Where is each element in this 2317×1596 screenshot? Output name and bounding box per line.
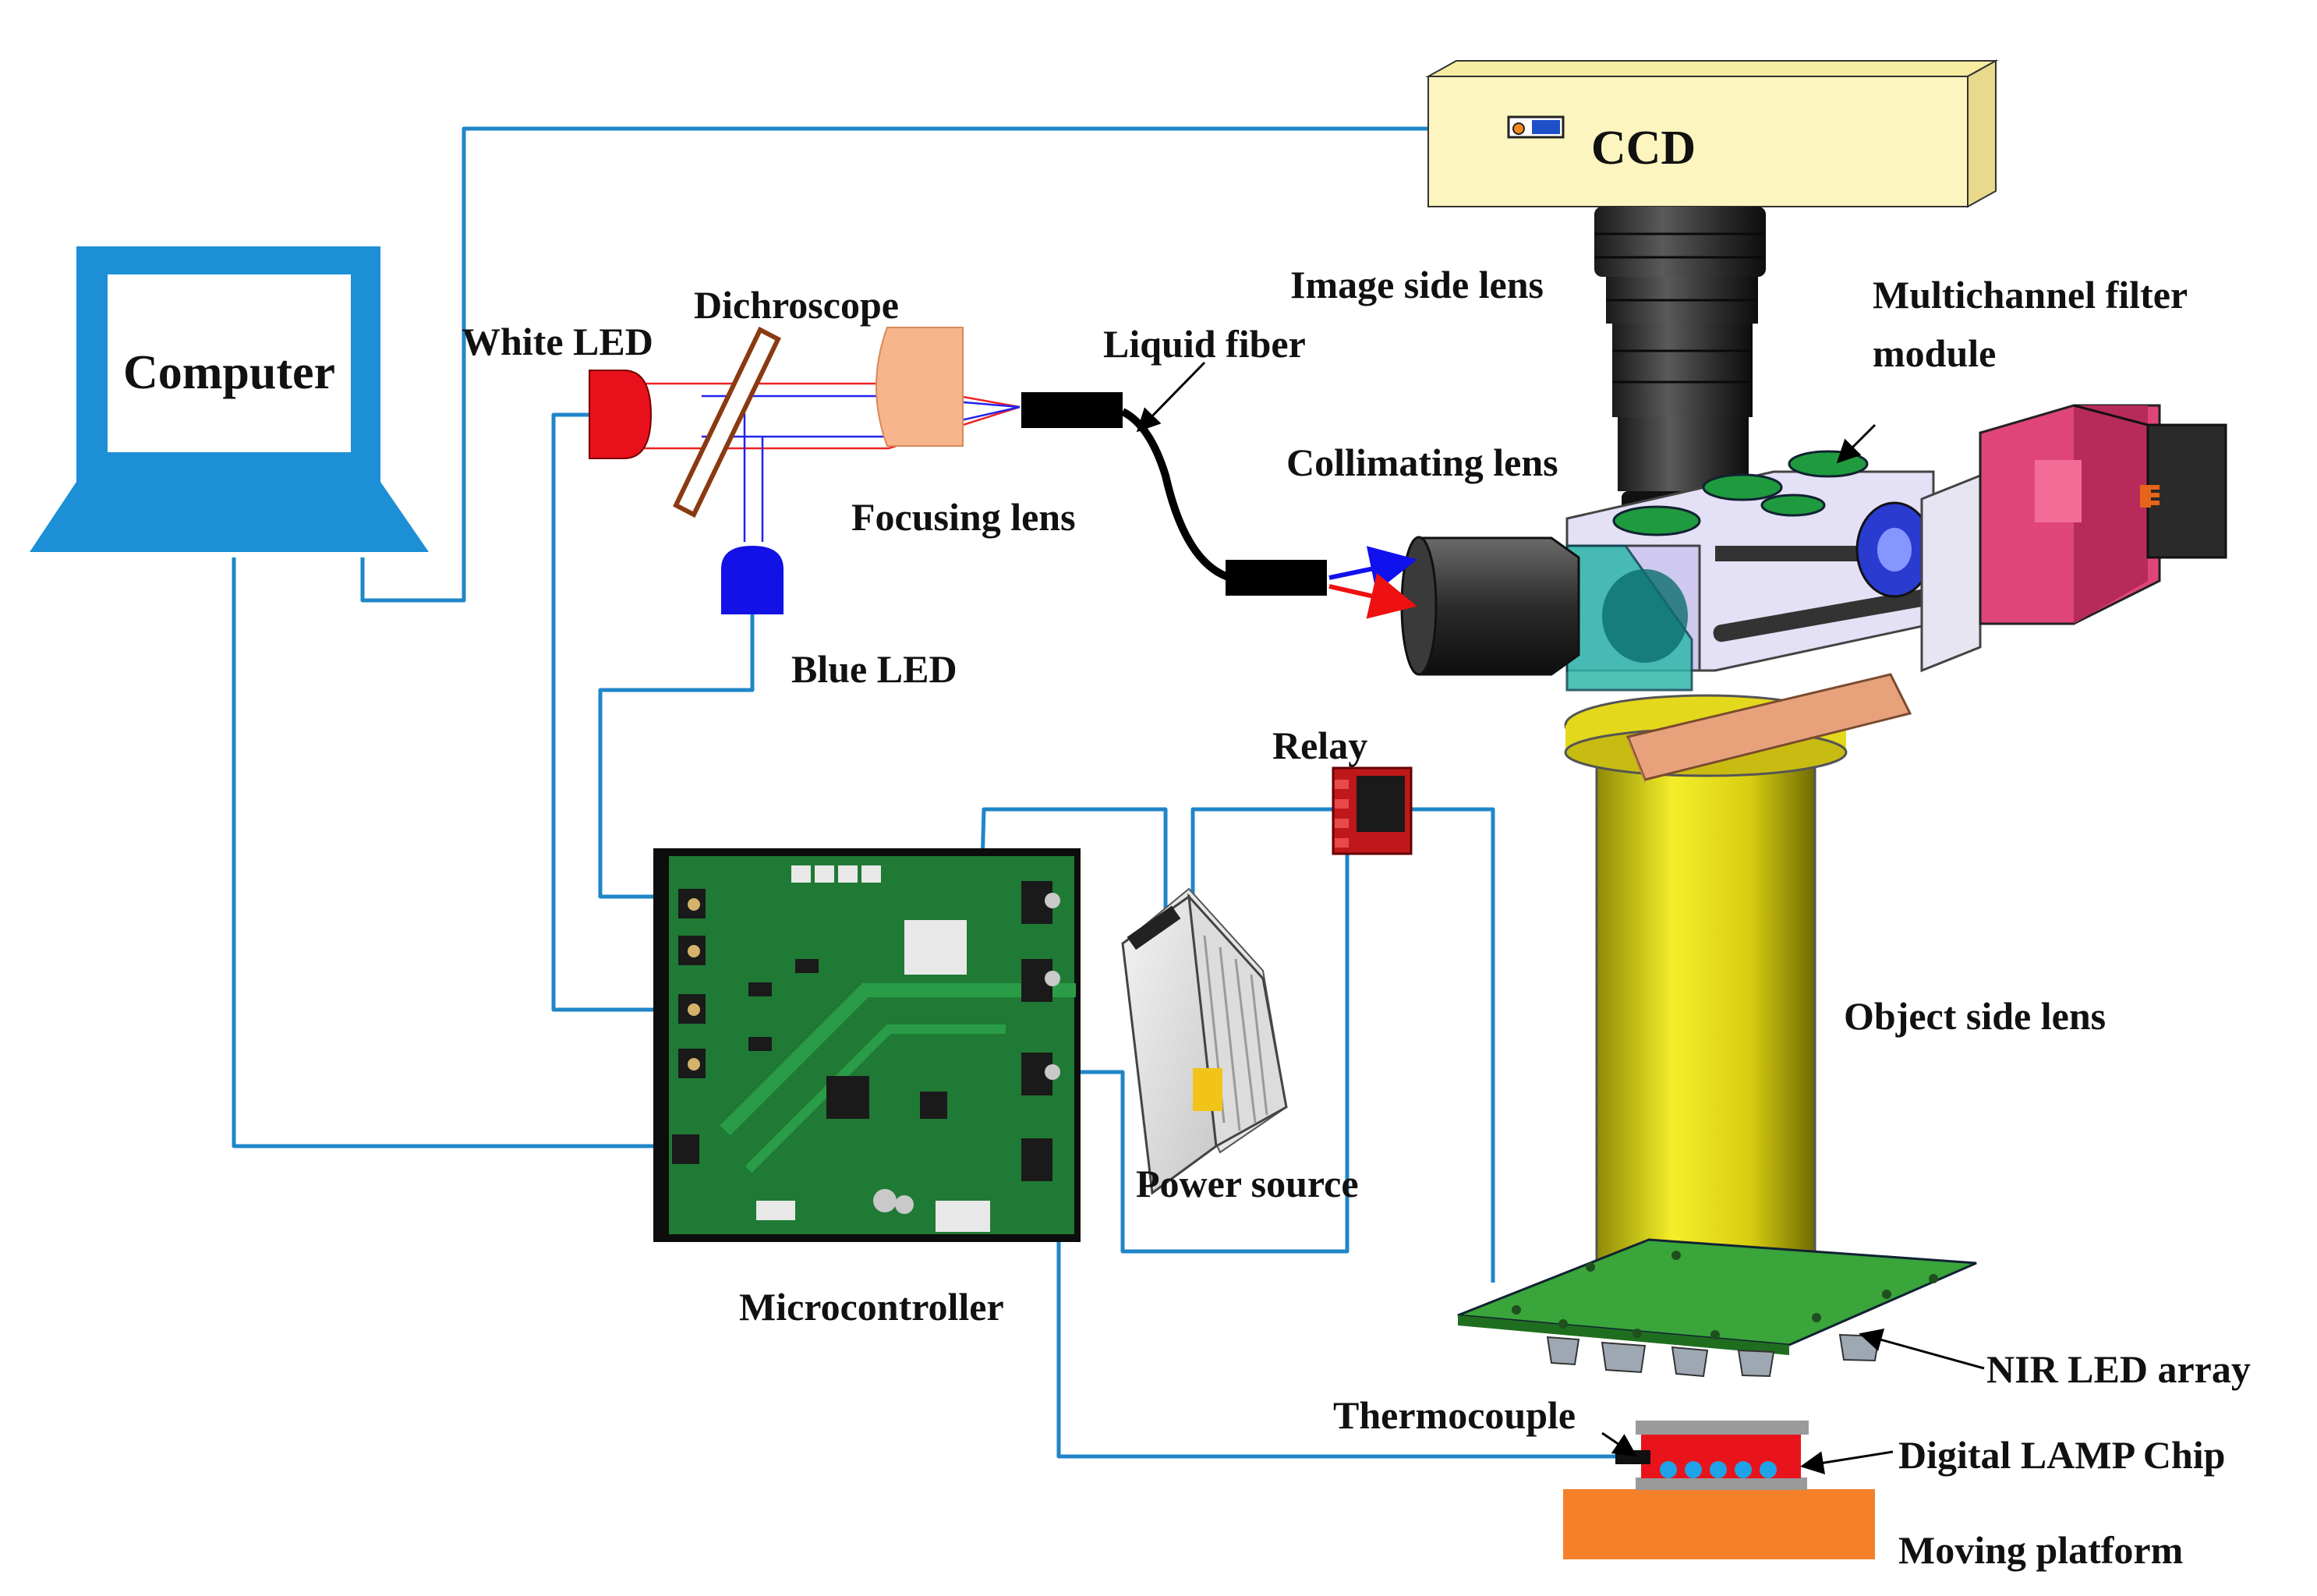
left-optics — [589, 326, 1021, 614]
fiber-output-connector — [1226, 560, 1327, 596]
pointer-lines — [1601, 423, 1985, 1475]
lamp-chip-stack — [1563, 1421, 1875, 1559]
computer-screen — [108, 274, 351, 452]
wire-white-led-to-microcontroller — [551, 412, 672, 1012]
thermocouple-probe — [1615, 1450, 1650, 1464]
nir-led-array-label: NIR LED array — [1986, 1347, 2251, 1391]
liquid-fiber-pointer — [1136, 361, 1206, 433]
object-lens-cylinder — [1595, 747, 1816, 1296]
liquid-fiber — [1021, 361, 1417, 619]
dichroscope-mirror — [673, 326, 781, 518]
wire-relay-to-psu-loop — [1070, 854, 1350, 1254]
multichannel-filter-label-line2: module — [1873, 331, 1996, 375]
labels: White LED Dichroscope Liquid fiber Image… — [462, 263, 2251, 1572]
blue-led-shape — [721, 546, 784, 614]
power-source-label: Power source — [1136, 1162, 1359, 1205]
multichannel-filter-label-line1: Multichannel filter — [1873, 273, 2188, 317]
wire-power-to-relay — [1190, 807, 1337, 916]
image-side-lens-label: Image side lens — [1290, 263, 1544, 306]
computer-keyboard-base — [30, 482, 429, 552]
nir-led-array — [1457, 1238, 1977, 1378]
relay-label: Relay — [1272, 724, 1367, 767]
wire-microcontroller-to-thermocouple — [1056, 1158, 1622, 1459]
collimating-lens-label: Collimating lens — [1286, 441, 1558, 484]
microcontroller-board — [653, 848, 1081, 1242]
relay — [1332, 766, 1413, 855]
image-side-lens — [1594, 207, 1766, 511]
nir-pointer — [1859, 1328, 1985, 1370]
fiber-input-connector — [1021, 392, 1123, 428]
wire-microcontroller-to-relay — [980, 807, 1168, 916]
focusing-lens — [876, 327, 964, 447]
copper-rail — [1625, 673, 1912, 781]
collimating-lens — [1400, 536, 1580, 676]
ccd-label: CCD — [1591, 122, 1696, 175]
digital-lamp-chip-label: Digital LAMP Chip — [1898, 1433, 2225, 1477]
computer-label: Computer — [123, 346, 335, 399]
object-side-lens-label: Object side lens — [1844, 994, 2106, 1038]
white-led — [589, 370, 653, 459]
object-side-lens — [1564, 673, 1912, 1318]
dichroscope-label: Dichroscope — [694, 283, 899, 327]
microcontroller-label: Microcontroller — [739, 1285, 1004, 1329]
ccd-body — [1427, 76, 1969, 207]
blue-led-label: Blue LED — [791, 647, 957, 691]
wire-relay-to-nir-board — [1407, 807, 1495, 1283]
wire-computer-to-microcontroller — [232, 557, 672, 1148]
psu-warning-label — [1193, 1068, 1222, 1111]
white-led-label: White LED — [462, 320, 653, 363]
power-supply — [1121, 887, 1288, 1195]
multichannel-filter-module — [1565, 404, 2227, 692]
ccd-camera: CCD — [1425, 59, 1999, 208]
moving-platform-label: Moving platform — [1898, 1528, 2183, 1572]
wire-computer-to-ccd — [360, 126, 1509, 603]
signal-wires — [232, 126, 1622, 1459]
lamp-chip-pointer — [1800, 1450, 1894, 1475]
thermocouple-label: Thermocouple — [1333, 1393, 1576, 1437]
focusing-lens-label: Focusing lens — [851, 495, 1076, 539]
thermocouple-pointer — [1601, 1431, 1637, 1457]
liquid-fiber-label: Liquid fiber — [1103, 322, 1306, 366]
computer: Computer — [30, 246, 429, 552]
moving-platform — [1563, 1489, 1875, 1559]
wire-blue-led-to-microcontroller — [598, 614, 755, 899]
